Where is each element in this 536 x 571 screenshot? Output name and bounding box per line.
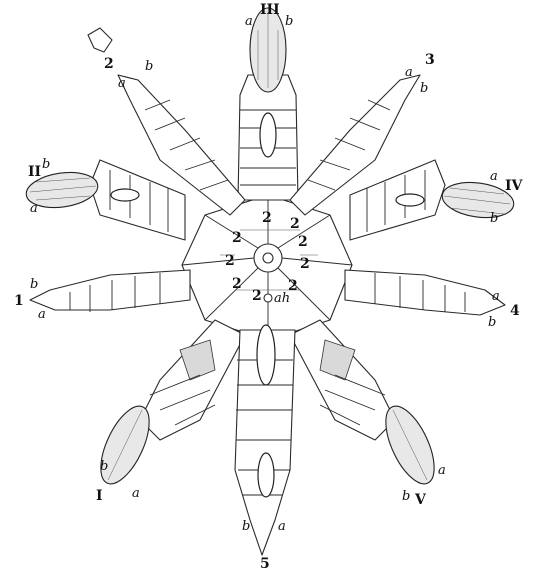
label-arabic-4: 4 — [510, 303, 520, 319]
label-b-II: b — [42, 157, 50, 172]
label-a-I: a — [132, 486, 140, 501]
label-b-V: b — [402, 489, 410, 504]
label-arabic-2: 2 — [104, 56, 114, 72]
label-arabic-3: 3 — [425, 52, 435, 68]
label-a-1: a — [38, 307, 46, 322]
label-a-5: a — [278, 519, 286, 534]
anal-opening — [264, 294, 272, 302]
arm-V — [290, 320, 444, 491]
label-a-III: a — [245, 14, 253, 29]
label-a-II: a — [30, 201, 38, 216]
label-2-nw: 2 — [232, 230, 242, 246]
label-b-5: b — [242, 519, 250, 534]
label-b-3: b — [420, 81, 428, 96]
arm-II — [24, 160, 185, 240]
label-b-III: b — [285, 14, 293, 29]
label-2-s: 2 — [252, 288, 262, 304]
arm-4 — [345, 270, 505, 315]
arm-1 — [30, 270, 190, 312]
label-roman-I: I — [96, 488, 103, 504]
label-a-4: a — [492, 289, 500, 304]
label-b-1: b — [30, 277, 38, 292]
label-roman-V: V — [414, 492, 427, 508]
label-a-V: a — [438, 463, 446, 478]
label-2-e2: 2 — [300, 256, 310, 272]
label-2-sw: 2 — [232, 276, 242, 292]
label-anus: ah — [274, 291, 290, 306]
label-arabic-5: 5 — [260, 556, 270, 571]
label-roman-II: II — [28, 164, 41, 180]
label-arabic-1: 1 — [14, 293, 24, 309]
label-b-2: b — [145, 59, 153, 74]
label-a-3: a — [405, 65, 413, 80]
label-2-e: 2 — [298, 234, 308, 250]
arm-III — [238, 8, 298, 200]
label-2-ne: 2 — [290, 216, 300, 232]
arm-I — [91, 320, 245, 491]
label-2-w: 2 — [225, 253, 235, 269]
label-roman-III: III — [260, 2, 280, 18]
label-2-n: 2 — [262, 210, 272, 226]
label-a-2: a — [118, 76, 126, 91]
label-b-4: b — [488, 315, 496, 330]
label-roman-IV: IV — [505, 178, 524, 194]
label-b-IV: b — [490, 211, 498, 226]
label-b-I: b — [100, 459, 108, 474]
label-a-IV: a — [490, 169, 498, 184]
